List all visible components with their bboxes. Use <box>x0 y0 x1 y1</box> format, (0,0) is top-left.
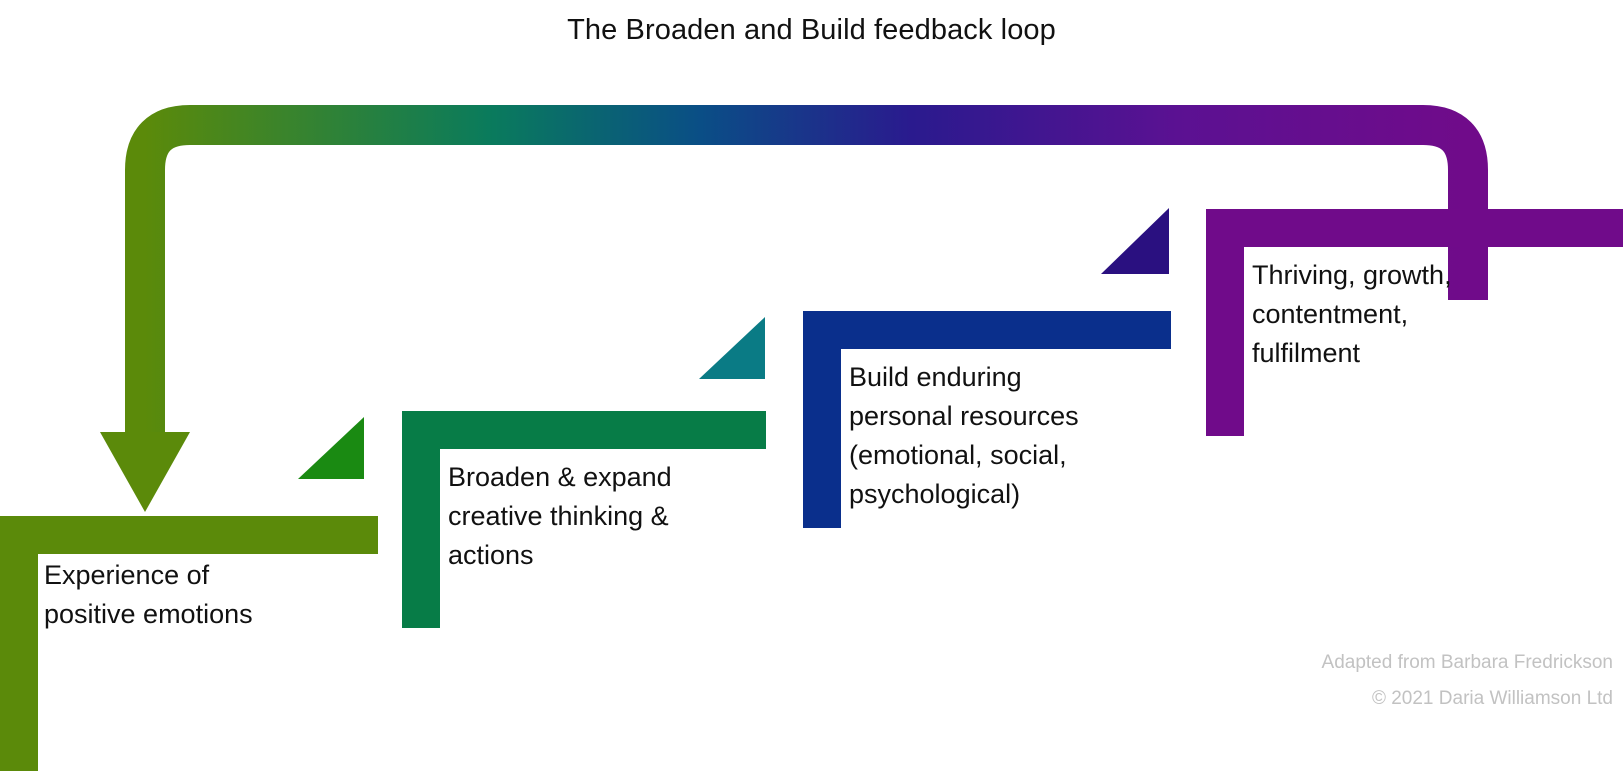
step-4-left-bar <box>1206 247 1244 436</box>
step-experience-positive-emotions <box>0 516 378 771</box>
step-1-label: Experience of positive emotions <box>44 560 253 630</box>
step-2-top-bar <box>402 411 766 449</box>
step-2-riser-triangle <box>298 417 364 479</box>
step-3-label: Build enduring personal resources (emoti… <box>849 362 1079 510</box>
step-1-top-bar <box>0 516 378 554</box>
step-4-label: Thriving, growth, contentment, fulfilmen… <box>1252 260 1452 369</box>
step-3-riser-triangle <box>699 317 765 379</box>
page-title: The Broaden and Build feedback loop <box>567 14 1056 46</box>
step-1-left-bar <box>0 554 38 771</box>
step-4-top-bar <box>1206 209 1623 247</box>
step-4-riser-triangle <box>1101 208 1169 274</box>
step-2-label: Broaden & expand creative thinking & act… <box>448 462 672 571</box>
step-3-left-bar <box>803 349 841 528</box>
credit-copyright: © 2021 Daria Williamson Ltd <box>1371 688 1613 709</box>
step-3-top-bar <box>803 311 1171 349</box>
step-2-left-bar <box>402 449 440 628</box>
credit-source: Adapted from Barbara Fredrickson <box>1321 652 1613 673</box>
step-build-resources <box>803 311 1171 528</box>
step-broaden-expand <box>402 411 766 628</box>
step-thriving-growth <box>1206 209 1623 436</box>
